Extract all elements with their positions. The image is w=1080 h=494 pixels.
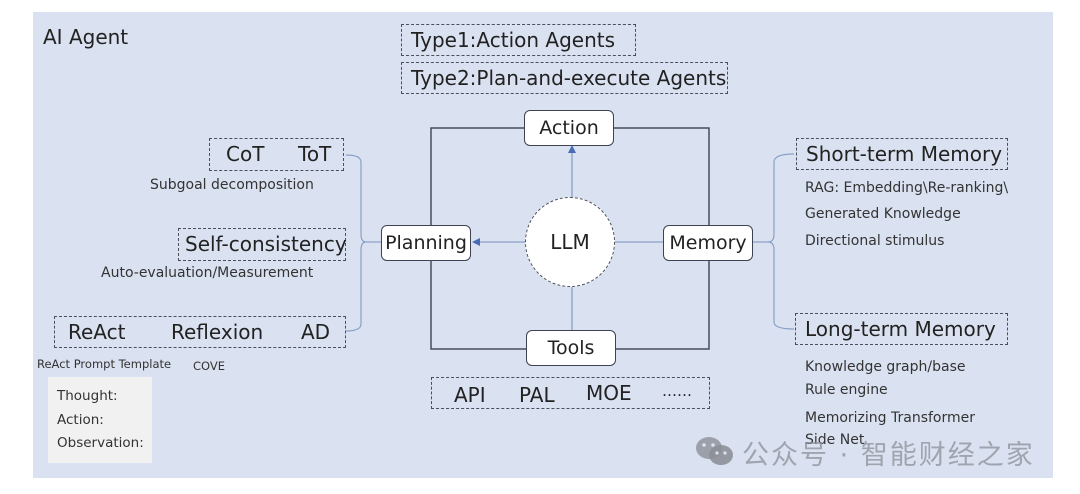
react-prompt-template-caption: ReAct Prompt Template (37, 357, 172, 371)
planning-arrow-head (472, 238, 480, 246)
wechat-icon (694, 434, 736, 468)
reflexion-label: Reflexion (171, 320, 264, 344)
tools-items-box: API PAL MOE …… (431, 377, 710, 409)
watermark-text: 公众号 · 智能财经之家 (742, 440, 1035, 471)
planning-bracket (345, 154, 367, 332)
template-observation: Observation: (57, 435, 144, 451)
long-term-memory-box: Long-term Memory (795, 313, 1008, 345)
self-consistency-label: Self-consistency (185, 232, 347, 256)
long-term-item-side-net: Side Net (805, 432, 865, 448)
short-term-item-directional-stimulus: Directional stimulus (805, 233, 945, 249)
short-term-memory-label: Short-term Memory (806, 142, 1003, 166)
planning-node[interactable]: Planning (381, 225, 471, 261)
cot-tot-box: CoT ToT (209, 138, 344, 171)
long-term-item-memorizing-transformer: Memorizing Transformer (805, 410, 975, 426)
llm-label: LLM (550, 230, 590, 254)
react-label: ReAct (68, 320, 126, 344)
action-node[interactable]: Action (524, 110, 614, 146)
tool-api: API (454, 383, 486, 407)
ad-label: AD (301, 320, 331, 344)
llm-node[interactable]: LLM (525, 197, 615, 287)
agent-type-1-box: Type1:Action Agents (401, 24, 636, 56)
tot-label: ToT (298, 142, 332, 166)
agent-type-1-label: Type1:Action Agents (411, 28, 616, 52)
tools-node[interactable]: Tools (526, 330, 616, 366)
agent-type-2-label: Type2:Plan-and-execute Agents (411, 66, 727, 90)
tool-pal: PAL (519, 383, 555, 407)
diagram-title: AI Agent (43, 25, 129, 49)
template-action: Action: (57, 412, 104, 428)
auto-evaluation-caption: Auto-evaluation/Measurement (101, 265, 314, 281)
short-term-item-generated-knowledge: Generated Knowledge (805, 206, 961, 222)
long-term-memory-label: Long-term Memory (805, 317, 996, 341)
react-reflexion-ad-box: ReAct Reflexion AD (54, 316, 346, 348)
short-term-item-rag: RAG: Embedding\Re-ranking\ (805, 180, 1009, 196)
agent-type-2-box: Type2:Plan-and-execute Agents (401, 62, 728, 94)
cove-caption: COVE (193, 359, 226, 373)
subgoal-caption: Subgoal decomposition (150, 177, 314, 193)
tool-more: …… (662, 382, 692, 400)
tool-moe: MOE (586, 381, 632, 405)
long-term-item-rule-engine: Rule engine (805, 382, 888, 398)
cot-label: CoT (226, 142, 265, 166)
memory-node[interactable]: Memory (663, 225, 753, 261)
short-term-memory-box: Short-term Memory (796, 138, 1008, 170)
template-thought: Thought: (57, 388, 118, 404)
action-arrow-head (568, 145, 576, 153)
self-consistency-box: Self-consistency (178, 228, 347, 261)
long-term-item-knowledge-graph: Knowledge graph/base (805, 359, 966, 375)
react-template-box: Thought: Action: Observation: (48, 377, 152, 463)
memory-bracket (767, 153, 795, 330)
